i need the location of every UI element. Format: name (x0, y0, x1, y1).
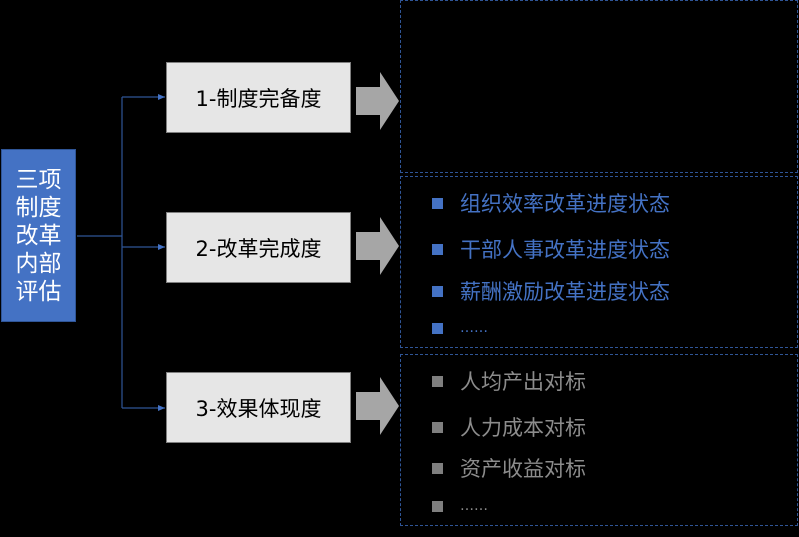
list-item: …… (432, 313, 488, 343)
square-bullet-icon (432, 322, 443, 334)
square-bullet-icon (432, 462, 443, 474)
list-item-label: …… (460, 498, 488, 514)
square-bullet-icon (432, 243, 443, 255)
square-bullet-icon (432, 197, 443, 209)
stage-2-label: 2-改革完成度 (195, 236, 322, 261)
list-item-label: 人均产出对标 (460, 370, 586, 394)
list-item-label: 干部人事改革进度状态 (460, 238, 670, 262)
list-item: 人均产出对标 (432, 366, 586, 396)
square-bullet-icon (432, 421, 443, 433)
list-item-label: 薪酬激励改革进度状态 (460, 280, 670, 304)
panel-3 (400, 354, 798, 526)
stage-2-box: 2-改革完成度 (166, 212, 351, 283)
list-item: …… (432, 491, 488, 521)
stage-3-box: 3-效果体现度 (166, 372, 351, 443)
list-item: 组织效率改革进度状态 (432, 188, 670, 218)
panel-1 (400, 0, 798, 173)
tree-connector (77, 94, 165, 411)
block-arrow-3 (356, 377, 399, 435)
block-arrow-2 (356, 217, 399, 275)
square-bullet-icon (432, 375, 443, 387)
block-arrow-1 (356, 72, 399, 130)
list-item: 人力成本对标 (432, 412, 586, 442)
list-item: 干部人事改革进度状态 (432, 234, 670, 264)
list-item: 资产收益对标 (432, 453, 586, 483)
stage-3-label: 3-效果体现度 (195, 396, 322, 421)
list-item-label: 组织效率改革进度状态 (460, 192, 670, 216)
stage-1-box: 1-制度完备度 (166, 62, 351, 133)
square-bullet-icon (432, 500, 443, 512)
root-label: 三项制度改革内部评估 (15, 166, 62, 305)
list-item-label: …… (460, 320, 488, 336)
square-bullet-icon (432, 285, 443, 297)
root-node: 三项制度改革内部评估 (1, 149, 76, 322)
list-item-label: 资产收益对标 (460, 457, 586, 481)
list-item-label: 人力成本对标 (460, 416, 586, 440)
panel-2 (400, 176, 798, 348)
list-item: 薪酬激励改革进度状态 (432, 276, 670, 306)
stage-1-label: 1-制度完备度 (195, 86, 322, 111)
